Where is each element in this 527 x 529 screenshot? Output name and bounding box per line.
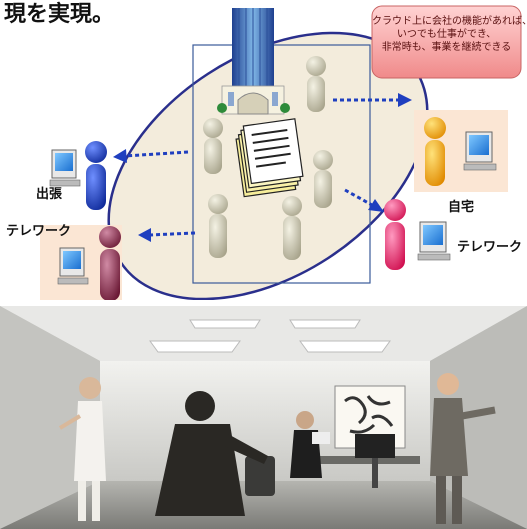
telework-right-worker xyxy=(384,199,451,270)
label-business-trip: 出張 xyxy=(36,187,63,202)
cloud-work-diagram xyxy=(40,5,522,300)
person-icon xyxy=(99,226,121,300)
page-title: 現を実現。 xyxy=(4,2,115,27)
virtual-office-photo xyxy=(0,306,527,529)
label-telework-left: テレワーク xyxy=(6,224,72,239)
callout-text: クラウド上に会社の機能があれば、 いつでも仕事ができ、 非常時も、事業を継続でき… xyxy=(372,15,527,54)
connection-arrows xyxy=(124,98,400,237)
callout-line: クラウド上に会社の機能があれば、 xyxy=(372,16,527,27)
label-home: 自宅 xyxy=(448,200,475,215)
computer-icon xyxy=(417,221,451,261)
business-trip-worker xyxy=(49,141,107,210)
callout-line: 非常時も、事業を継続できる xyxy=(381,42,512,53)
arrow-heads xyxy=(113,93,412,242)
callout-box xyxy=(371,5,522,79)
office-frame xyxy=(192,44,371,284)
documents-stack-icon xyxy=(235,118,304,198)
label-telework-right: テレワーク xyxy=(457,240,523,255)
computer-icon xyxy=(463,131,497,171)
home-worker xyxy=(414,110,508,192)
office-person-icon xyxy=(203,56,333,260)
person-icon xyxy=(424,117,446,186)
telework-left-worker xyxy=(40,225,122,300)
computer-icon xyxy=(57,247,89,285)
person-icon xyxy=(384,199,406,270)
person-icon xyxy=(85,141,107,210)
office-building-icon xyxy=(217,8,290,115)
computer-icon xyxy=(49,149,81,187)
callout-line: いつでも仕事ができ、 xyxy=(396,29,497,40)
